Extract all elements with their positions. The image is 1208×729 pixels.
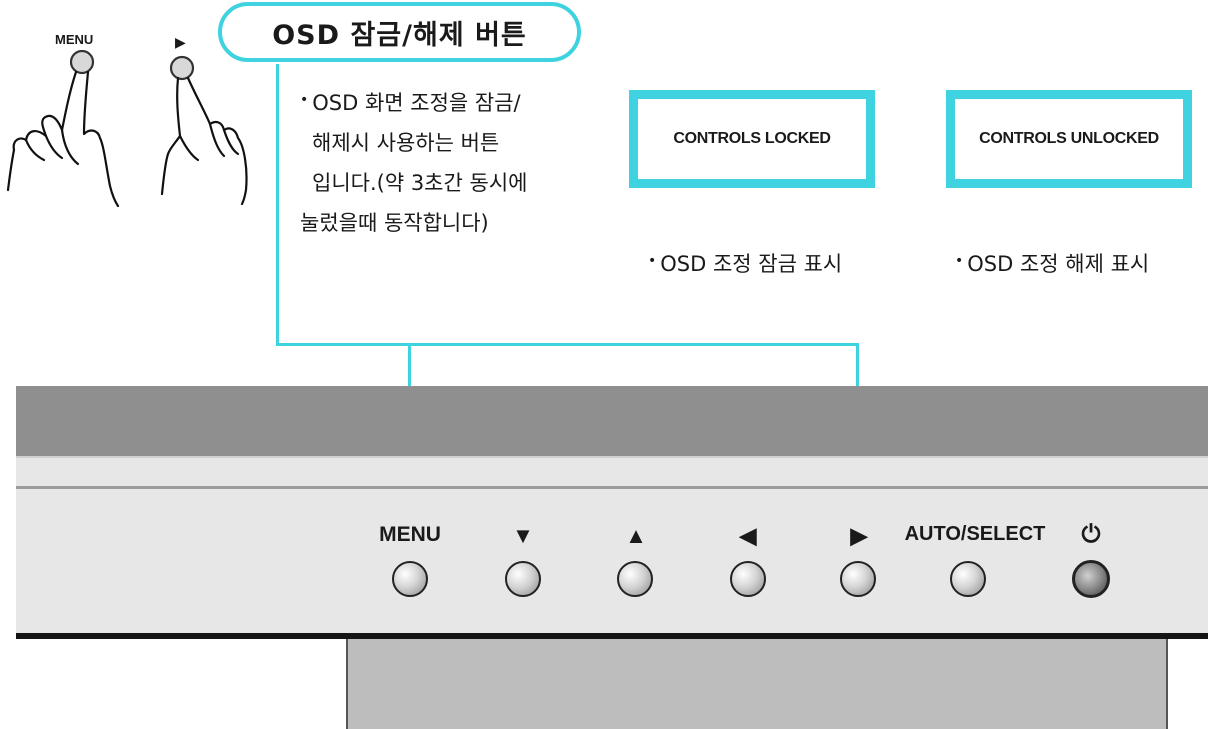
bullet-icon: •	[300, 92, 309, 108]
hand-menu-label: MENU	[55, 32, 94, 47]
right-button[interactable]	[840, 561, 876, 597]
description-line-2: 해제시 사용하는 버튼	[312, 131, 500, 155]
monitor-bezel-front	[16, 456, 1208, 633]
description-line-4: 눌렀을때 동작합니다)	[300, 211, 489, 235]
bezel-bottom-edge	[16, 633, 1208, 639]
monitor-stand	[346, 639, 1168, 729]
down-button[interactable]	[505, 561, 541, 597]
power-icon: ⏻	[1081, 521, 1101, 548]
description-line-3: 입니다.(약 3초간 동시에	[312, 171, 528, 195]
right-arrow-icon: ▶	[850, 523, 868, 548]
title-pill: OSD 잠금/해제 버튼	[218, 2, 581, 62]
pressing-hands-illustration	[6, 50, 248, 208]
osd-locked-box: CONTROLS LOCKED	[629, 90, 875, 188]
osd-locked-caption: •OSD 조정 잠금 표시	[648, 252, 843, 276]
title-text: OSD 잠금/해제 버튼	[272, 19, 527, 51]
menu-hand-icon	[6, 50, 120, 208]
bezel-divider	[16, 486, 1208, 489]
osd-locked-text: CONTROLS LOCKED	[673, 130, 831, 147]
menu-button[interactable]	[392, 561, 428, 597]
osd-unlocked-caption: •OSD 조정 해제 표시	[955, 252, 1150, 276]
hand-right-arrow-label: ▶	[175, 35, 186, 51]
up-arrow-icon: ▲	[625, 523, 647, 548]
description-line-1: •OSD 화면 조정을 잠금/	[300, 91, 521, 115]
left-button[interactable]	[730, 561, 766, 597]
left-arrow-icon: ◀	[739, 523, 757, 548]
osd-unlocked-text: CONTROLS UNLOCKED	[979, 130, 1159, 147]
connector-horizontal	[276, 343, 859, 346]
description-text: •OSD 화면 조정을 잠금/ 해제시 사용하는 버튼 입니다.(약 3초간 동…	[300, 80, 600, 243]
auto-select-button[interactable]	[950, 561, 986, 597]
osd-unlocked-box: CONTROLS UNLOCKED	[946, 90, 1192, 188]
arrow-hand-icon	[160, 55, 248, 206]
auto-select-button-label: AUTO/SELECT	[904, 523, 1046, 545]
power-button[interactable]	[1072, 560, 1110, 598]
menu-button-label: MENU	[379, 523, 441, 546]
monitor-bezel-top	[16, 386, 1208, 456]
connector-vertical-left	[276, 64, 279, 346]
down-arrow-icon: ▼	[512, 523, 534, 548]
up-button[interactable]	[617, 561, 653, 597]
